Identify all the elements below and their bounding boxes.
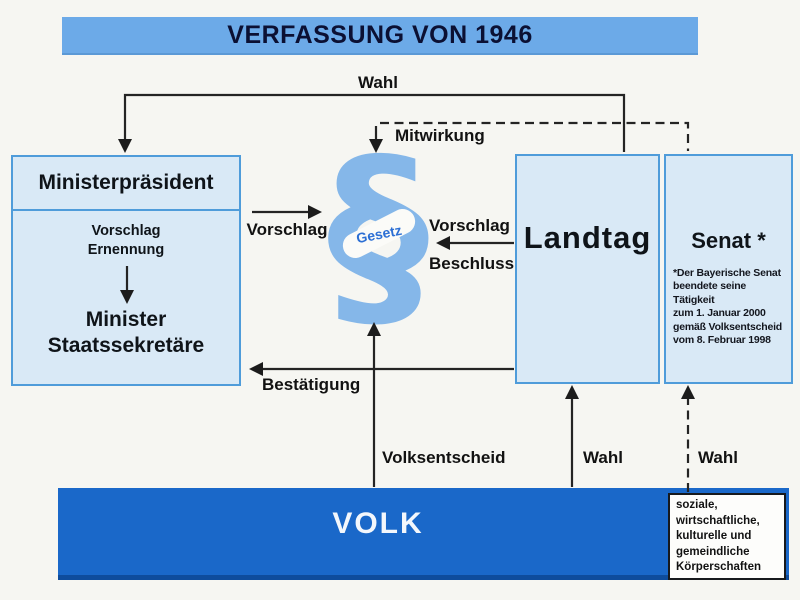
koerperschaften-box: soziale, wirtschaftliche, kulturelle und… [668, 493, 786, 580]
volksentscheid-label: Volksentscheid [382, 448, 506, 467]
senat-title: Senat * [691, 228, 766, 253]
wahl-top-label: Wahl [358, 73, 398, 92]
beschluss-label: Beschluss [429, 254, 515, 273]
wahl-senat-label: Wahl [698, 448, 738, 467]
wahl-senat-arrowhead [681, 385, 695, 399]
wahl-landtag-label: Wahl [583, 448, 623, 467]
volk-title: VOLK [332, 507, 424, 540]
staatssekretaere-line: Staatssekretäre [47, 334, 205, 357]
page-title: VERFASSUNG VON 1946 [227, 20, 533, 49]
bestaetigung-arrowhead [249, 362, 263, 376]
minister-staatssekretaere-label: Minister Staatssekretäre [13, 307, 239, 359]
mitwirkung-label: Mitwirkung [395, 126, 485, 145]
senat-footnote-line: *Der Bayerische Senat [673, 267, 781, 279]
bestaetigung-label: Bestätigung [262, 375, 361, 394]
vorschlag-left-label: Vorschlag [246, 220, 328, 239]
vorschlag-right-label: Vorschlag [429, 216, 510, 235]
koerperschaften-line: Körperschaften [676, 561, 761, 574]
ministerpraesident-box: Ministerpräsident Vorschlag Ernennung Mi… [11, 155, 241, 386]
volk-bar: VOLK [58, 488, 789, 580]
title-banner: VERFASSUNG VON 1946 [62, 17, 698, 55]
koerperschaften-line: gemeindliche [676, 545, 750, 558]
vorschlag-line: Vorschlag [91, 223, 161, 239]
wahl-top-arrowhead [118, 139, 132, 153]
landtag-box: Landtag [515, 154, 660, 384]
senat-footnote-line: vom 8. Februar 1998 [673, 334, 771, 347]
koerperschaften-line: kulturelle und [676, 530, 752, 543]
ernennung-line: Ernennung [87, 242, 165, 258]
landtag-title: Landtag [523, 220, 652, 255]
koerperschaften-line: soziale, [676, 499, 718, 511]
senat-box: Senat * *Der Bayerische Senat beendete s… [664, 154, 793, 384]
senat-footnote-line: zum 1. Januar 2000 [673, 307, 766, 320]
ministerpraesident-title: Ministerpräsident [13, 157, 239, 211]
senat-footnote-line: gemäß Volksentscheid [673, 320, 783, 333]
minister-line: Minister [85, 308, 167, 331]
vorschlag-ernennung-label: Vorschlag Ernennung [13, 222, 239, 260]
senat-footnote-line: beendete seine Tätigkeit [673, 280, 747, 306]
wahl-landtag-arrowhead [565, 385, 579, 399]
koerperschaften-line: wirtschaftliche, [676, 514, 760, 527]
senat-footnote: *Der Bayerische Senat beendete seine Tät… [666, 267, 791, 347]
